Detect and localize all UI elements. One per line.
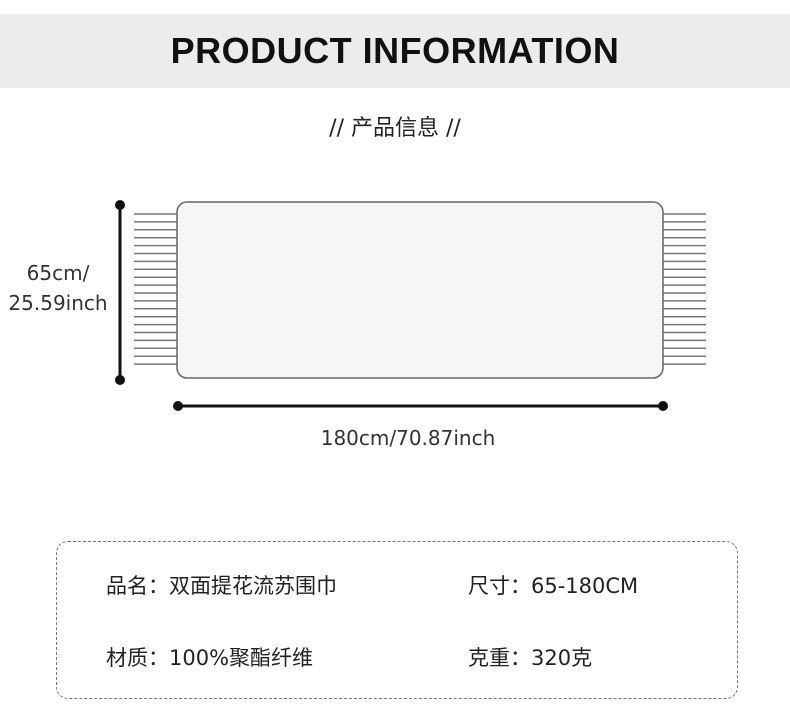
spec-box (56, 541, 738, 699)
height-inch: 25.59inch (8, 291, 108, 315)
page-subtitle: // 产品信息 // (329, 116, 461, 141)
scarf-body (176, 201, 664, 379)
spec-name: 品名：双面提花流苏围巾 (106, 574, 337, 598)
height-dimension-line (115, 200, 125, 385)
width-dimension-line (173, 401, 668, 411)
fringe-right (663, 213, 706, 365)
page-title: PRODUCT INFORMATION (170, 30, 620, 71)
spec-size: 尺寸：65-180CM (468, 574, 639, 598)
width-label: 180cm/70.87inch (320, 426, 496, 450)
spec-weight: 克重：320克 (468, 646, 593, 670)
spec-material: 材质：100%聚酯纤维 (106, 646, 314, 670)
fringe-left (134, 213, 177, 365)
header-band: PRODUCT INFORMATION (0, 14, 790, 88)
height-cm: 65cm/ (26, 261, 90, 285)
height-label: 65cm/ 25.59inch (0, 258, 116, 318)
